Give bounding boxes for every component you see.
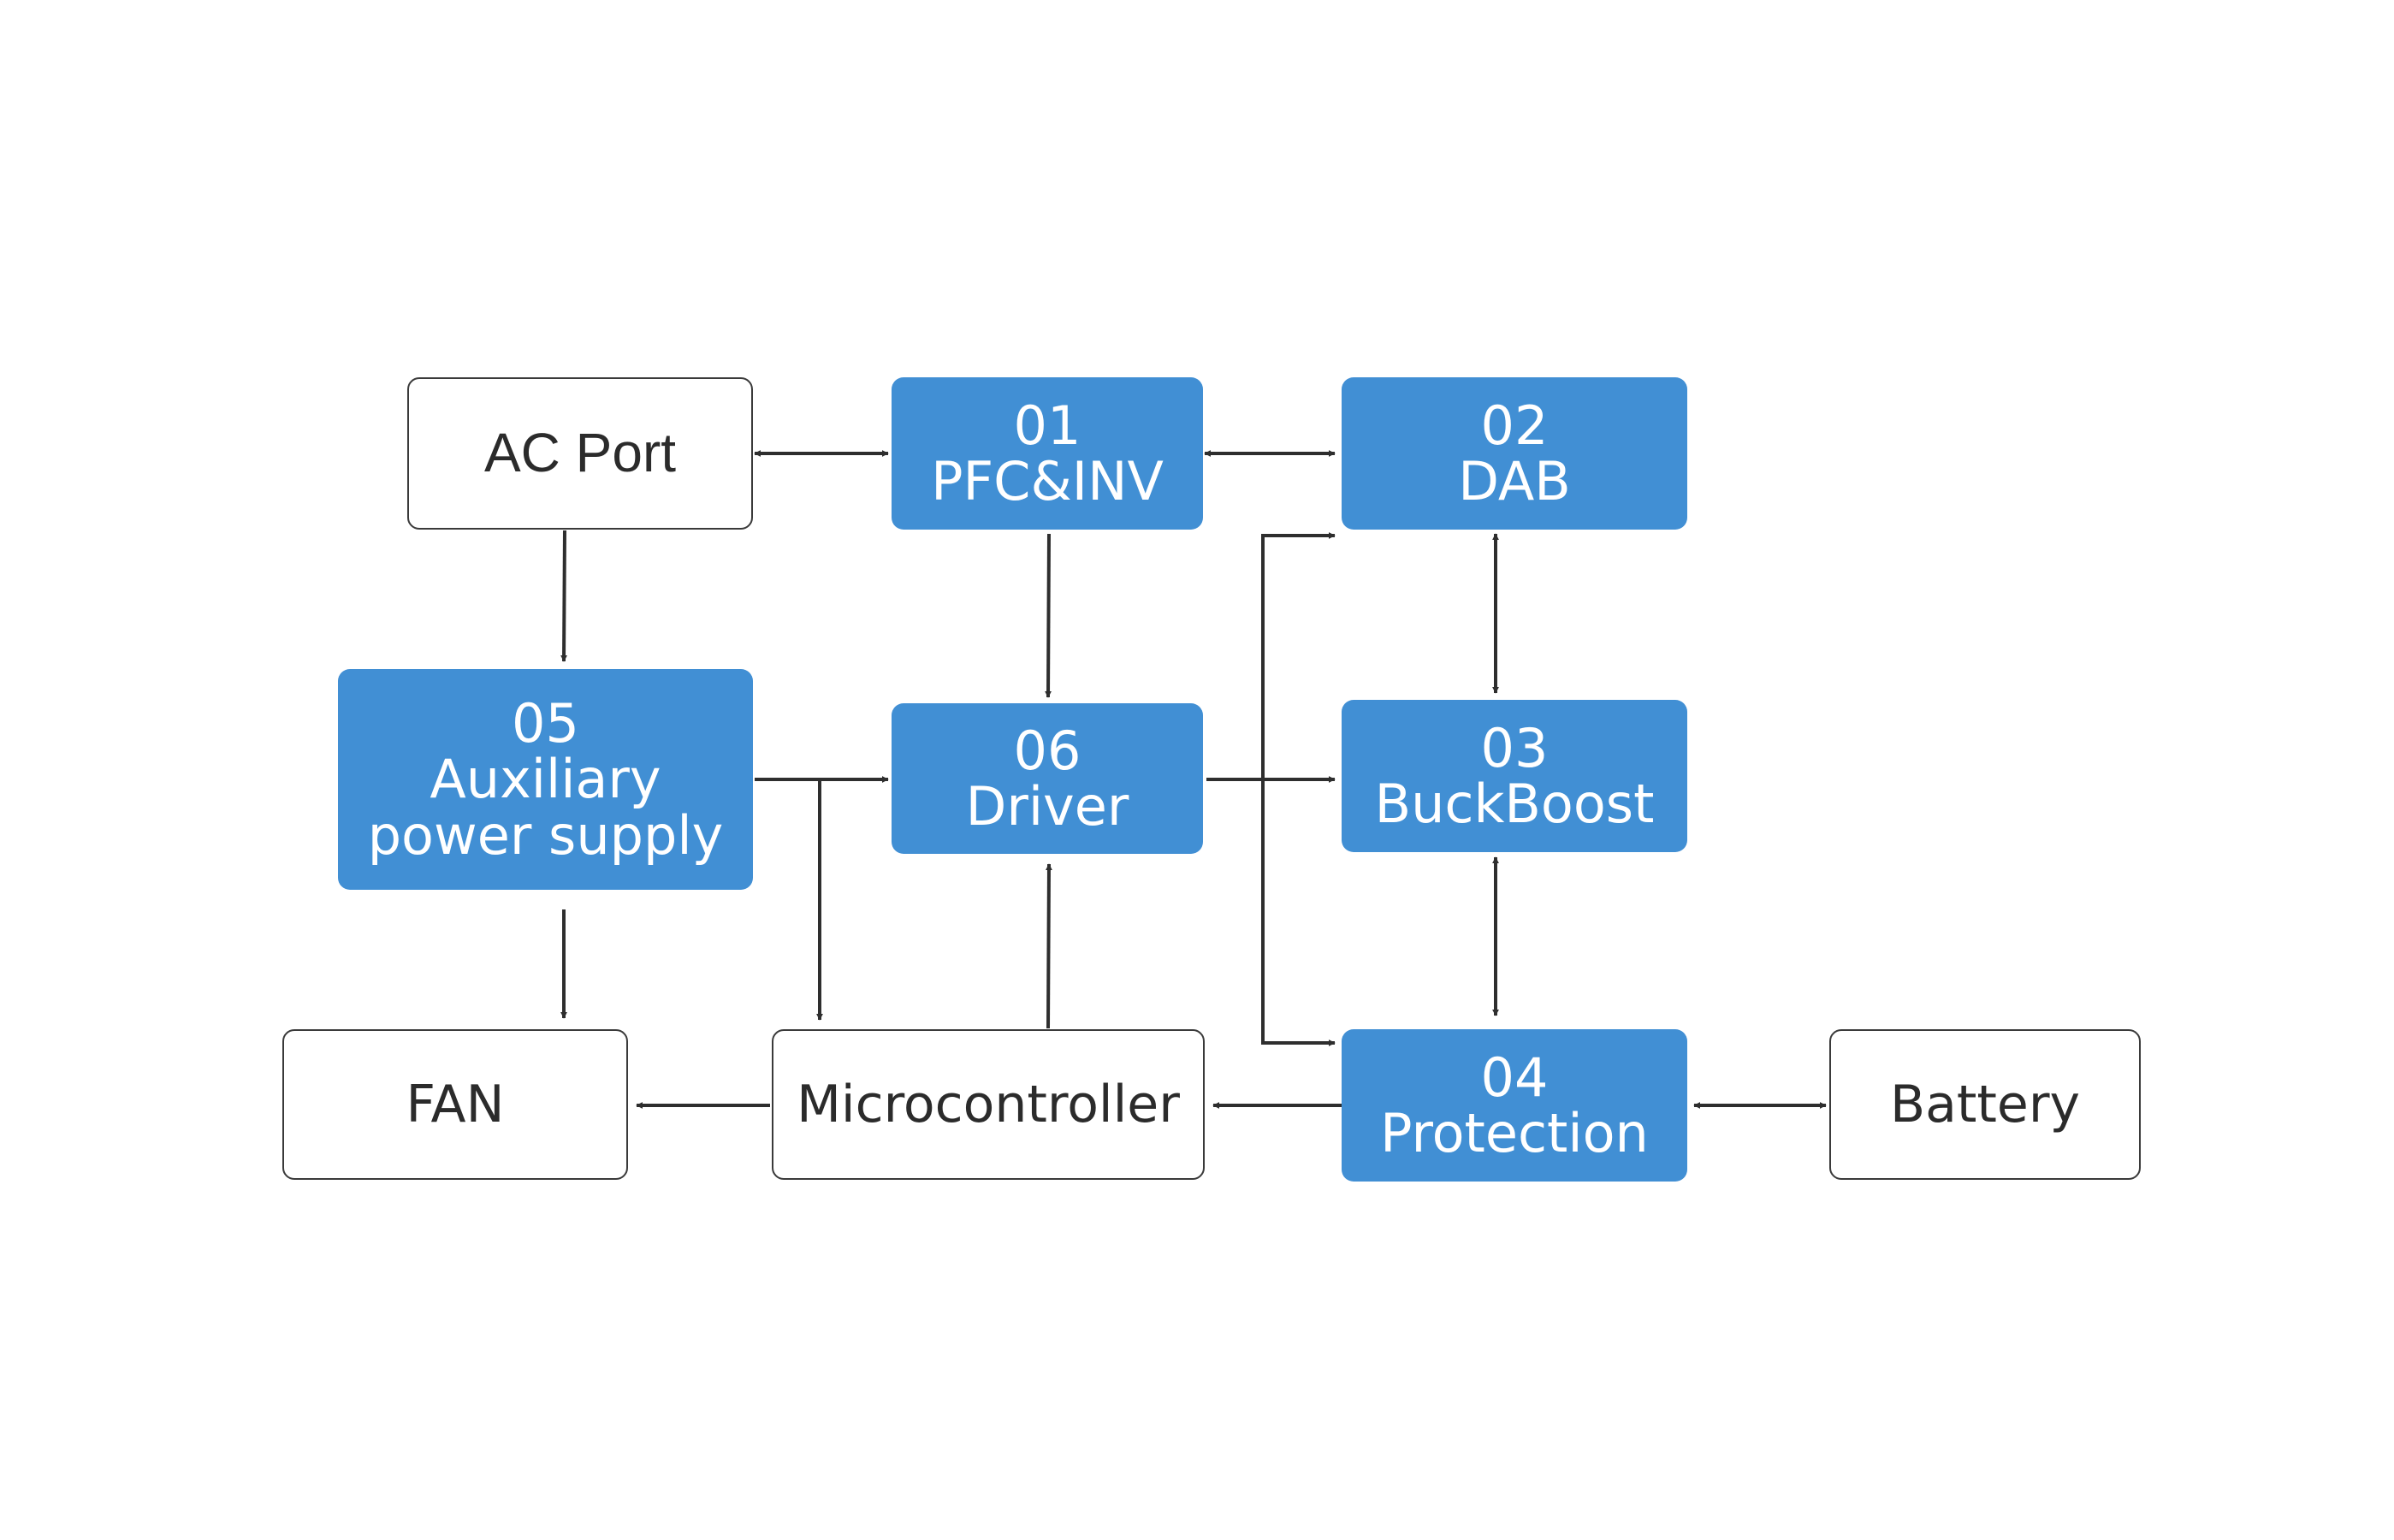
node-pfc-inv-number: 01 bbox=[1013, 394, 1081, 457]
arrow-driver-protection bbox=[1261, 779, 1336, 1046]
arrow-driver-dab bbox=[1261, 532, 1336, 779]
node-protection-number: 04 bbox=[1480, 1045, 1549, 1109]
arrow-microcontroller-driver bbox=[1045, 863, 1052, 1029]
node-protection-label: Protection bbox=[1380, 1102, 1649, 1164]
node-pfc-inv: 01 PFC&INV bbox=[892, 377, 1203, 530]
node-ac-port: AC Port bbox=[407, 377, 753, 530]
node-buckboost-number: 03 bbox=[1480, 716, 1549, 779]
node-aux-power-label-line2: power supply bbox=[367, 803, 724, 867]
node-buckboost: 03 BuckBoost bbox=[1342, 700, 1687, 852]
arrow-pfcinv-driver bbox=[1045, 533, 1052, 698]
node-dab-label: DAB bbox=[1458, 450, 1571, 512]
node-fan-label: FAN bbox=[406, 1074, 505, 1134]
node-aux-power-number: 05 bbox=[512, 692, 579, 755]
node-buckboost-label: BuckBoost bbox=[1374, 773, 1655, 835]
node-driver: 06 Driver bbox=[892, 703, 1203, 854]
node-pfc-inv-label: PFC&INV bbox=[931, 450, 1164, 512]
node-ac-port-label: AC Port bbox=[483, 422, 677, 484]
node-driver-number: 06 bbox=[1013, 719, 1081, 782]
node-aux-power-label-line1: Auxiliary bbox=[430, 748, 661, 811]
node-driver-label: Driver bbox=[965, 775, 1129, 838]
node-microcontroller-label: Microcontroller bbox=[797, 1074, 1180, 1134]
node-microcontroller: Microcontroller bbox=[772, 1029, 1205, 1180]
node-battery: Battery bbox=[1829, 1029, 2141, 1180]
node-dab-number: 02 bbox=[1480, 394, 1549, 457]
node-aux-power: 05 Auxiliary power supply bbox=[338, 669, 753, 890]
node-fan: FAN bbox=[282, 1029, 628, 1180]
node-protection: 04 Protection bbox=[1342, 1029, 1687, 1182]
arrow-acport-aux bbox=[560, 530, 568, 662]
node-battery-label: Battery bbox=[1889, 1074, 2081, 1134]
node-dab: 02 DAB bbox=[1342, 377, 1687, 530]
